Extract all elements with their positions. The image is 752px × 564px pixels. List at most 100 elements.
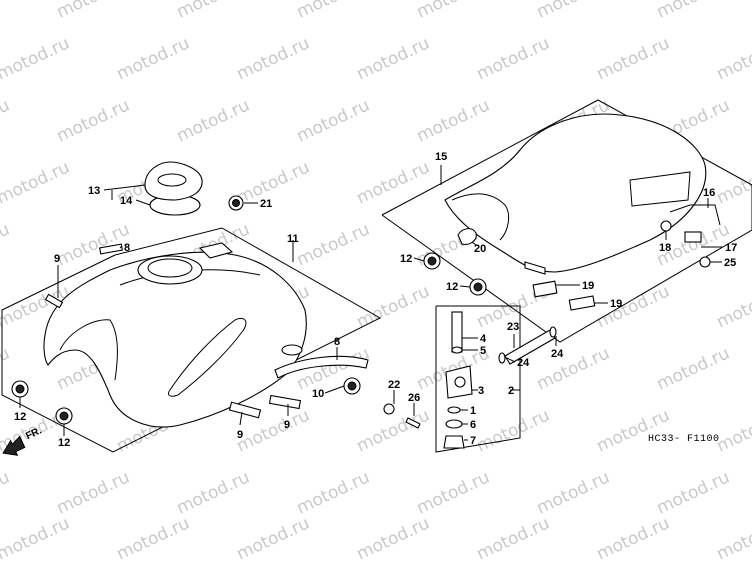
filler-neck-inner (147, 258, 193, 278)
callout-24a: 24 (517, 357, 530, 369)
callout-20: 20 (474, 243, 486, 255)
tank-mount-bracket (198, 242, 234, 259)
callout-14: 14 (120, 195, 133, 207)
tank-side-groove (167, 317, 247, 397)
watermark-text: motod.ru (654, 343, 733, 394)
watermark-text: motod.ru (0, 513, 73, 564)
watermark-text: motod.ru (414, 0, 493, 23)
watermark-text: motod.ru (594, 33, 673, 84)
callout-15: 15 (435, 151, 447, 163)
watermark-text: motod.ru (54, 467, 133, 518)
seat-lock-17 (684, 231, 702, 243)
callout-21: 21 (260, 198, 272, 210)
callout-17: 17 (725, 242, 737, 254)
cushion-9b (228, 401, 262, 419)
watermark-text: motod.ru (714, 33, 752, 84)
callout-19b: 19 (610, 298, 622, 310)
callout-23: 23 (507, 321, 519, 333)
watermark-text: motod.ru (654, 467, 733, 518)
watermark-text: motod.ru (414, 95, 493, 146)
watermark-text: motod.ru (714, 281, 752, 332)
bolt-25 (699, 256, 711, 268)
watermark-text: motod.ru (114, 513, 193, 564)
watermark-text: motod.ru (294, 467, 373, 518)
screw-26 (405, 417, 421, 429)
seat-lock-cable-16 (669, 204, 721, 226)
seat-bracket (524, 261, 546, 275)
callout-9c: 9 (284, 419, 290, 431)
tank-knee-recess (59, 319, 118, 381)
watermark-text: motod.ru (114, 33, 193, 84)
watermark-text: motod.ru (714, 157, 752, 208)
watermark-text: motod.ru (294, 0, 373, 23)
cushion-8b (274, 355, 369, 379)
callout-13: 13 (88, 185, 100, 197)
o-ring-1 (447, 406, 461, 414)
leader-lines (19, 165, 722, 441)
watermark-text: motod.ru (234, 157, 313, 208)
watermark-text: motod.ru (174, 95, 253, 146)
watermark-text: motod.ru (414, 467, 493, 518)
fuel-hose-23 (504, 329, 556, 365)
watermark-text: motod.ru (54, 0, 133, 23)
watermark-text: motod.ru (174, 467, 253, 518)
callout-19a: 19 (582, 280, 594, 292)
watermark-text: motod.ru (474, 405, 553, 456)
watermark-text: motod.ru (474, 513, 553, 564)
callout-7: 7 (470, 435, 476, 447)
watermark-text: motod.ru (0, 467, 13, 518)
callout-3: 3 (478, 385, 484, 397)
seat-hook-20 (457, 228, 477, 245)
watermark-text: motod.ru (354, 405, 433, 456)
fuel-cock-frame (435, 305, 521, 453)
clip-24a (498, 352, 506, 364)
callout-16: 16 (703, 187, 715, 199)
filter-6 (445, 419, 463, 429)
callouts: 13 14 21 8 9 11 8 10 9 9 12 12 15 16 17 … (14, 151, 737, 449)
front-direction-arrow (2, 435, 26, 456)
drain-cup-7 (443, 435, 465, 449)
watermark-text: motod.ru (234, 513, 313, 564)
watermark-text: motod.ru (534, 343, 613, 394)
callout-12c: 12 (400, 253, 412, 265)
fuel-cap (144, 161, 203, 216)
callout-5: 5 (480, 345, 486, 357)
callout-25: 25 (724, 257, 736, 269)
bolt-22 (383, 403, 395, 415)
seat-frame (381, 99, 752, 343)
watermark-text: motod.ru (174, 0, 253, 23)
watermark-text: motod.ru (354, 33, 433, 84)
callout-6: 6 (470, 419, 476, 431)
seat-logo-area (629, 171, 691, 207)
filler-neck (137, 255, 203, 285)
fuel-tank (43, 251, 307, 428)
watermark-text: motod.ru (0, 157, 73, 208)
watermark-text: motod.ru (534, 467, 613, 518)
callout-8b: 8 (334, 336, 340, 348)
fuel-cock-lever (454, 376, 466, 388)
callout-8a: 8 (124, 242, 130, 254)
callout-4: 4 (480, 333, 487, 345)
watermark-text: motod.ru (474, 33, 553, 84)
watermark-text: motod.ru (234, 33, 313, 84)
watermark-text: motod.ru (714, 513, 752, 564)
callout-26: 26 (408, 392, 420, 404)
o-ring-5 (451, 346, 463, 354)
clip-24b (549, 326, 557, 338)
tank-frame (1, 227, 382, 453)
callout-12b: 12 (58, 437, 70, 449)
callout-9b: 9 (237, 429, 243, 441)
watermark-text: motod.ru (0, 0, 13, 23)
watermark-text: motod.ru (0, 95, 13, 146)
fuel-tank-group (1, 161, 382, 456)
callout-2: 2 (508, 385, 514, 397)
fuel-cock-group (383, 305, 557, 453)
callout-22: 22 (388, 379, 400, 391)
watermark-text: motod.ru (534, 0, 613, 23)
cushion-8a (99, 243, 123, 255)
callout-24b: 24 (551, 348, 564, 360)
watermark-text: motod.ru (594, 405, 673, 456)
seat-front-edge (451, 193, 510, 241)
